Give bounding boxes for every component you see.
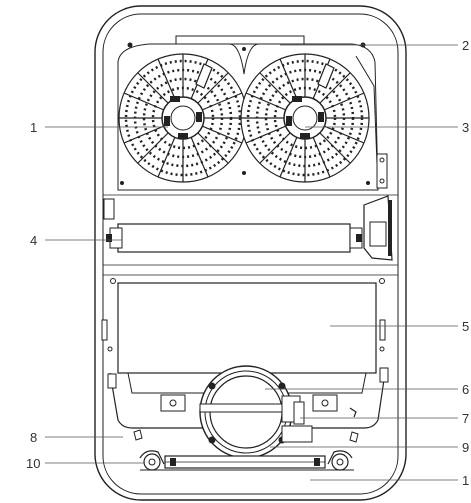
callout-3: 3 [462, 120, 469, 135]
filter-panel [101, 274, 398, 374]
callout-4: 4 [30, 233, 37, 248]
callout-1: 1 [30, 120, 37, 135]
callout-5: 5 [462, 319, 469, 334]
callout-2: 2 [462, 38, 469, 53]
callout-10: 10 [26, 456, 40, 471]
callout-9: 9 [462, 440, 469, 455]
callout-8: 8 [30, 430, 37, 445]
hinge-left [139, 450, 165, 471]
callout-11: 1 [462, 473, 469, 488]
base-plate [133, 429, 359, 471]
callout-7: 7 [462, 411, 469, 426]
leader-lines [45, 44, 458, 481]
callout-labels: 1 2 3 4 5 6 7 8 9 10 1 [26, 38, 469, 488]
callout-6: 6 [462, 382, 469, 397]
side-bracket-top [376, 153, 388, 189]
hinge-right [327, 450, 353, 471]
fan-right [240, 53, 370, 183]
heater-tube [103, 194, 398, 266]
fan-left [118, 53, 248, 183]
